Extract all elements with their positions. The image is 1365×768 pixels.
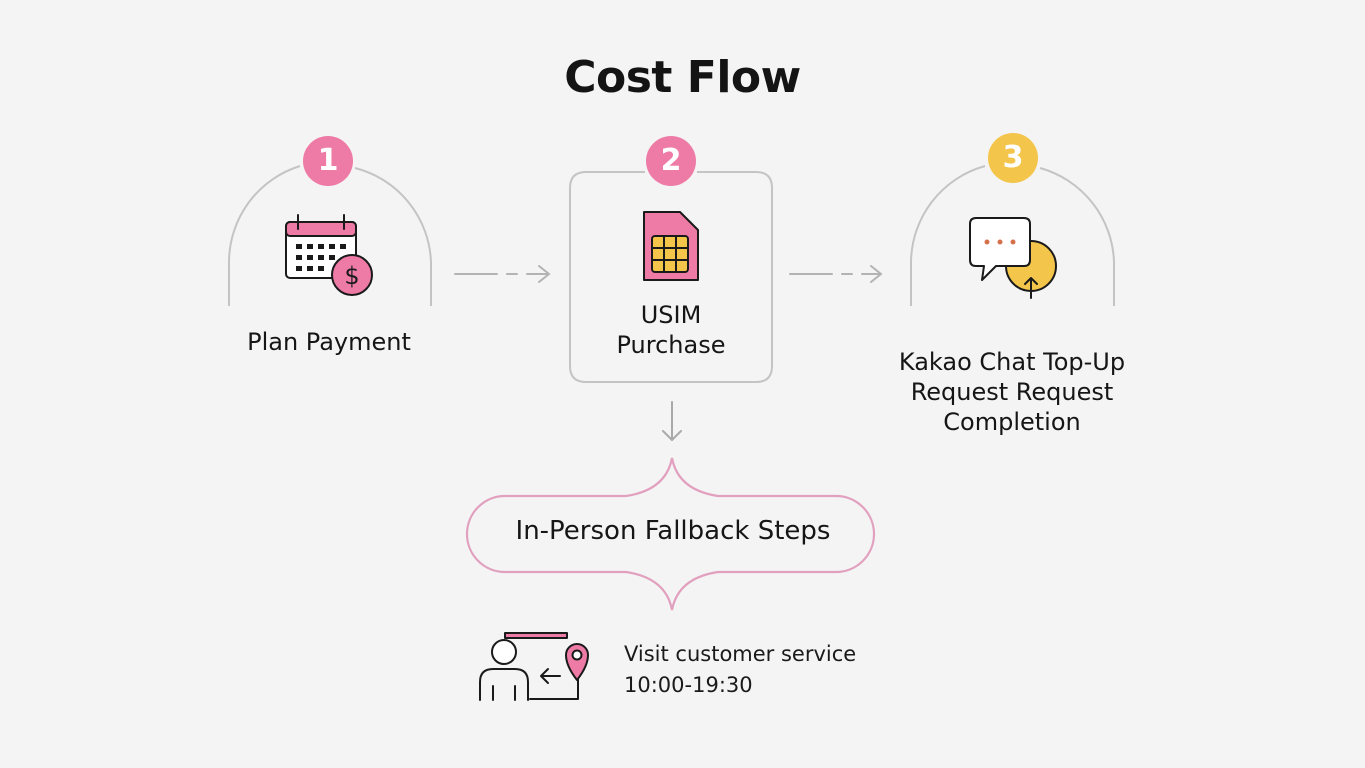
step-1-label-line: Plan Payment bbox=[247, 328, 411, 356]
page-title: Cost Flow bbox=[564, 52, 801, 103]
step-2-label-line: Purchase bbox=[616, 331, 726, 359]
visit-hours-text: 10:00-19:30 bbox=[624, 673, 753, 697]
visit-customer-service-text: Visit customer service bbox=[624, 642, 857, 666]
step-3-label: Kakao Chat Top-Up Request Request Comple… bbox=[862, 347, 1162, 437]
arrow-down-to-fallback bbox=[662, 401, 682, 442]
svg-text:$: $ bbox=[344, 262, 359, 290]
visit-info: Visit customer service 10:00-19:30 bbox=[624, 639, 856, 701]
chat-top-up-icon bbox=[969, 217, 1057, 299]
step-3-label-line: Kakao Chat Top-Up bbox=[898, 348, 1126, 376]
step-1-label: Plan Payment bbox=[199, 327, 459, 357]
step-1-arch bbox=[228, 165, 432, 306]
arrow-step-1-to-2 bbox=[454, 265, 551, 283]
calendar-dollar-icon: $ bbox=[285, 214, 373, 296]
step-3-arch bbox=[910, 165, 1115, 306]
fallback-bracket bbox=[465, 457, 876, 611]
step-2-badge: 2 bbox=[646, 136, 696, 186]
step-2-label-line: USIM bbox=[640, 301, 702, 329]
step-3-label-line: Completion bbox=[943, 408, 1081, 436]
step-2-box bbox=[569, 171, 773, 383]
step-3-label-line: Request Request bbox=[910, 378, 1114, 406]
step-2-label: USIM Purchase bbox=[571, 300, 771, 360]
step-3-badge: 3 bbox=[988, 133, 1038, 183]
arrow-step-2-to-3 bbox=[789, 265, 883, 283]
step-1-badge: 1 bbox=[303, 136, 353, 186]
sim-card-icon bbox=[643, 211, 699, 281]
customer-service-location-icon bbox=[479, 632, 589, 701]
fallback-label: In-Person Fallback Steps bbox=[515, 516, 831, 546]
